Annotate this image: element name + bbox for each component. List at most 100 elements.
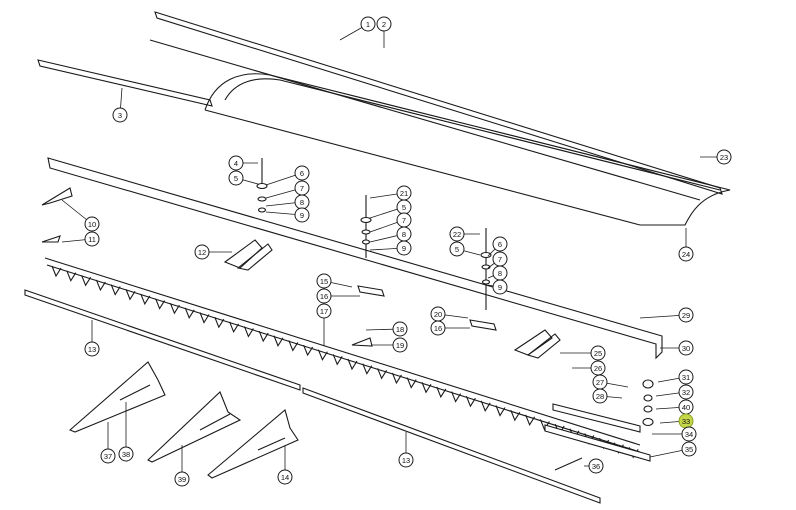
callout-label: 36 [592, 462, 600, 471]
callout-25[interactable]: 25 [560, 345, 606, 361]
callout-6[interactable]: 6 [487, 236, 508, 257]
callout-label: 35 [685, 445, 693, 454]
callout-35[interactable]: 35 [649, 441, 697, 458]
callout-label: 37 [104, 452, 112, 461]
callout-15[interactable]: 15 [316, 273, 353, 289]
callout-circle [277, 469, 293, 485]
callout-circle [112, 107, 128, 123]
callout-9[interactable]: 9 [265, 207, 310, 223]
callout-8[interactable]: 8 [487, 265, 508, 281]
callout-13[interactable]: 13 [398, 432, 414, 468]
flat-bar-34 [544, 424, 651, 462]
callout-32[interactable]: 32 [655, 384, 694, 400]
callout-17[interactable]: 17 [316, 303, 332, 346]
callout-label: 32 [682, 388, 690, 397]
callout-label: 9 [498, 283, 502, 292]
callout-label: 7 [300, 184, 304, 193]
clamp-plate-15-16 [357, 285, 385, 297]
callout-26[interactable]: 26 [572, 360, 606, 376]
callout-19[interactable]: 19 [372, 337, 408, 353]
callout-37[interactable]: 37 [100, 422, 116, 464]
callout-label: 8 [300, 198, 304, 207]
callout-20[interactable]: 20 [430, 306, 469, 322]
callout-circle [678, 307, 694, 323]
callout-circle [392, 337, 408, 353]
callout-27[interactable]: 27 [592, 374, 629, 390]
callout-label: 22 [453, 230, 461, 239]
callout-8[interactable]: 8 [265, 194, 310, 210]
callout-label: 4 [234, 159, 238, 168]
callout-label: 7 [402, 216, 406, 225]
callout-label: 3 [118, 111, 122, 120]
callout-5[interactable]: 5 [228, 170, 259, 186]
callout-21[interactable]: 21 [369, 185, 412, 201]
callout-8[interactable]: 8 [369, 226, 412, 243]
callout-18[interactable]: 18 [365, 321, 408, 337]
callout-12[interactable]: 12 [194, 244, 232, 260]
leader-line [639, 314, 687, 319]
callout-label: 12 [198, 248, 206, 257]
callout-11[interactable]: 11 [61, 231, 100, 247]
bolt-stack-left [256, 158, 268, 213]
callout-label: 31 [682, 373, 690, 382]
callout-22[interactable]: 22 [449, 226, 480, 242]
callout-label: 16 [434, 324, 442, 333]
callout-14[interactable]: 14 [277, 446, 293, 485]
callout-circle [316, 288, 332, 304]
callout-label: 9 [300, 211, 304, 220]
callout-9[interactable]: 9 [369, 240, 412, 256]
callout-7[interactable]: 7 [369, 212, 412, 233]
callout-label: 38 [122, 450, 130, 459]
callout-6[interactable]: 6 [265, 165, 310, 186]
callout-40[interactable]: 40 [655, 399, 694, 415]
clamp-plate-20-16 [469, 319, 497, 331]
callout-label: 7 [498, 255, 502, 264]
callout-circle [449, 241, 465, 257]
callout-label: 15 [320, 277, 328, 286]
callout-circle [294, 165, 310, 181]
callout-13[interactable]: 13 [84, 320, 100, 357]
guard-assembly-12 [223, 239, 273, 271]
callout-circle [398, 452, 414, 468]
callout-circle [194, 244, 210, 260]
callout-label: 28 [596, 392, 604, 401]
callout-9[interactable]: 9 [487, 279, 508, 295]
flat-bar-26 [552, 403, 641, 433]
callout-10[interactable]: 10 [61, 199, 100, 232]
callout-36[interactable]: 36 [584, 458, 604, 474]
callout-23[interactable]: 23 [700, 149, 732, 165]
knife-bar-right [302, 387, 601, 504]
callout-16[interactable]: 16 [430, 320, 470, 336]
guard-assembly-25 [513, 329, 561, 359]
callout-16[interactable]: 16 [316, 288, 360, 304]
callout-30[interactable]: 30 [660, 340, 694, 356]
bolt-stack-right [480, 228, 492, 310]
callout-label: 13 [88, 345, 96, 354]
pin-36 [554, 457, 583, 471]
callout-33[interactable]: 33 [659, 413, 694, 429]
callout-circle [590, 345, 606, 361]
callout-3[interactable]: 3 [112, 87, 128, 123]
callout-31[interactable]: 31 [657, 369, 694, 385]
callout-5[interactable]: 5 [449, 241, 481, 257]
callout-circle [678, 369, 694, 385]
callout-circle [228, 170, 244, 186]
callout-34[interactable]: 34 [652, 426, 697, 442]
callout-circle [396, 240, 412, 256]
finger-guard-10 [41, 187, 73, 206]
callout-39[interactable]: 39 [174, 445, 190, 487]
callout-28[interactable]: 28 [592, 388, 623, 404]
callout-circle [228, 155, 244, 171]
callout-2[interactable]: 2 [376, 16, 392, 48]
callout-29[interactable]: 29 [639, 307, 694, 323]
callout-label: 6 [300, 169, 304, 178]
callout-4[interactable]: 4 [228, 155, 258, 171]
callout-1[interactable]: 1 [339, 16, 376, 41]
callout-24[interactable]: 24 [678, 228, 694, 262]
knife-guard-14 [207, 409, 299, 479]
callout-circle [118, 446, 134, 462]
bolt-stack-middle [360, 195, 372, 258]
callout-38[interactable]: 38 [118, 402, 134, 462]
